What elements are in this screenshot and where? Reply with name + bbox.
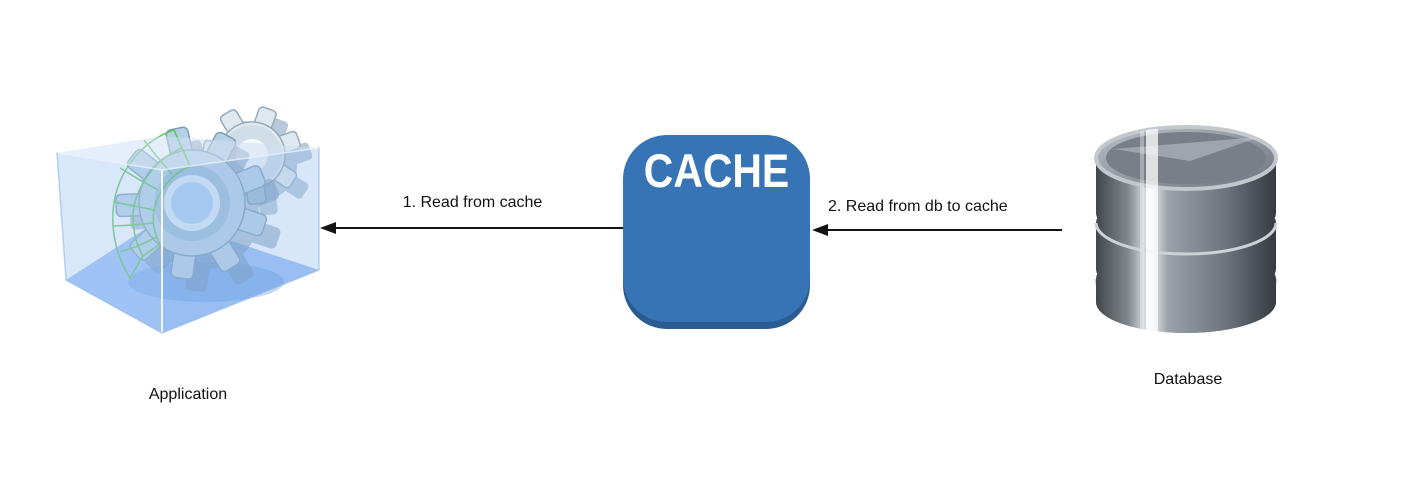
database-node-label: Database [1153,371,1223,388]
db-top-segment [1094,125,1278,244]
arrow-read-from-cache-head [320,222,336,234]
edge-label-read-from-cache: 1. Read from cache [402,194,543,211]
glass-box-top-face [57,136,319,170]
arrow-read-from-db-line [827,229,1062,231]
database-icon [1094,125,1278,333]
glass-box-left-face [57,153,162,333]
cache-node: CACHE [623,135,810,322]
application-node-label: Application [148,386,228,403]
large-gear [100,111,297,306]
glass-box-right-face [162,148,319,333]
arrow-read-from-cache-line [336,227,623,229]
arrow-read-from-db-head [812,224,828,236]
glass-box-edges [56,147,320,334]
db-highlight-stripe [1140,127,1158,333]
application-icon [56,106,324,334]
edge-label-read-from-db-to-cache: 2. Read from db to cache [828,198,1008,215]
cache-node-label: CACHE [643,144,790,197]
